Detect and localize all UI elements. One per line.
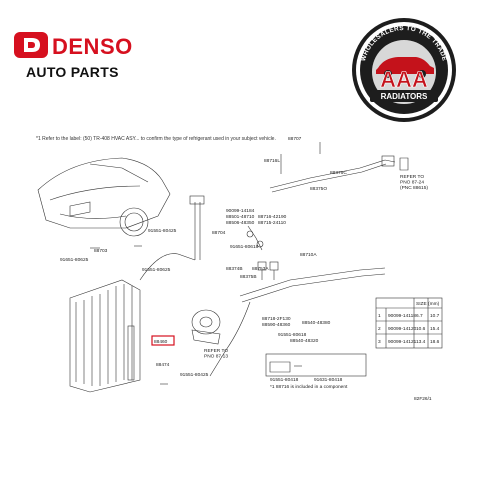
aaa-letters: AAA [380,67,428,92]
label-fig-code: 82F26/1 [414,396,432,402]
size-row-a: 13.4 [416,339,426,345]
size-row-b: 18.6 [430,339,440,345]
label-88704: 88704 [212,230,226,236]
diagram-header-note: *1 Refer to the label: (50) TR-408 HVAC … [36,136,276,142]
label-88501-48710: 88501-48710 [226,214,255,220]
pipe-88707 [269,159,396,189]
label-91651-80625: 91651-80625 [60,257,89,263]
size-row-num: 1 [378,313,381,319]
denso-emblem-icon [14,32,48,58]
label-88753A: 88753A [252,266,269,272]
denso-logo: DENSO AUTO PARTS [14,28,134,88]
size-row-b: 15.4 [430,326,440,332]
label-88715-24110: 88715-24110 [258,220,286,226]
label-88707: 88707 [288,136,302,142]
label-88716-42190: 88716-42190 [258,214,287,220]
label-88375B: 88375B [240,274,257,280]
label-88710A: 88710A [300,252,317,258]
size-table-header: SIZE (mm) [416,301,440,307]
condenser-88460 [69,279,141,393]
bottom-callout-frame [265,353,367,377]
parts-diagram: 88707 88716L 88376C 88375O 88704 88703 8… [37,136,443,402]
label-88374B: 88374B [226,266,243,272]
highlight-88460 [151,335,175,346]
size-row-b: 10.7 [430,313,440,319]
brand-subtitle: AUTO PARTS [26,64,119,80]
label-88460: 88460 [154,339,168,345]
compressor [191,309,221,345]
size-row-num: 2 [378,326,381,332]
size-table-frame [375,297,443,349]
pipe-88710A [239,267,386,297]
label-bottom-part-2: 91631-80418 [314,377,343,383]
label-91651-80618: 91651-80618 [230,244,259,250]
label-88376C: 88376C [330,170,347,176]
label-88375O: 88375O [310,186,327,192]
label-88506-48350: 88506-48350 [226,220,255,226]
label-88703: 88703 [94,248,108,254]
car-icon [376,57,434,74]
size-row-a: 6.7 [416,313,423,319]
size-row-part: 90099-14120 [388,326,417,332]
vehicle-front-sketch [37,157,171,237]
label-bottom-note: *1 88716 is included in a component [270,384,348,390]
label-bottom-part-1: 91551-80418 [270,377,299,383]
size-row-num: 3 [378,339,381,345]
label-91551-80425-b: 91551-80425 [180,372,209,378]
label-91551-80425-a: 91551-80425 [148,228,177,234]
aaa-radiators-logo: WHOLESALERS TO THE TRADE AAA RADIATORS [352,18,456,122]
label-91551-80625: 91551-80625 [142,267,171,273]
pipe-88703 [139,253,196,281]
label-90099-14184: 90099-14184 [226,208,255,214]
size-row-a: 10.6 [416,326,426,332]
label-88474: 88474 [156,362,170,368]
size-row-part: 90099-14121 [388,339,417,345]
size-row-part: 90099-14118 [388,313,416,319]
label-88540-48320: 88540-48320 [290,338,319,344]
label-88540-48380: 88540-48380 [302,320,331,326]
label-88590-48360: 88590-48360 [262,322,291,328]
label-91551-80618: 91551-80618 [278,332,307,338]
label-88718-2F130: 88718-2F130 [262,316,291,322]
brand-name: DENSO [52,34,133,59]
label-88716L: 88716L [264,158,280,164]
aaa-banner-text: RADIATORS [381,92,428,101]
